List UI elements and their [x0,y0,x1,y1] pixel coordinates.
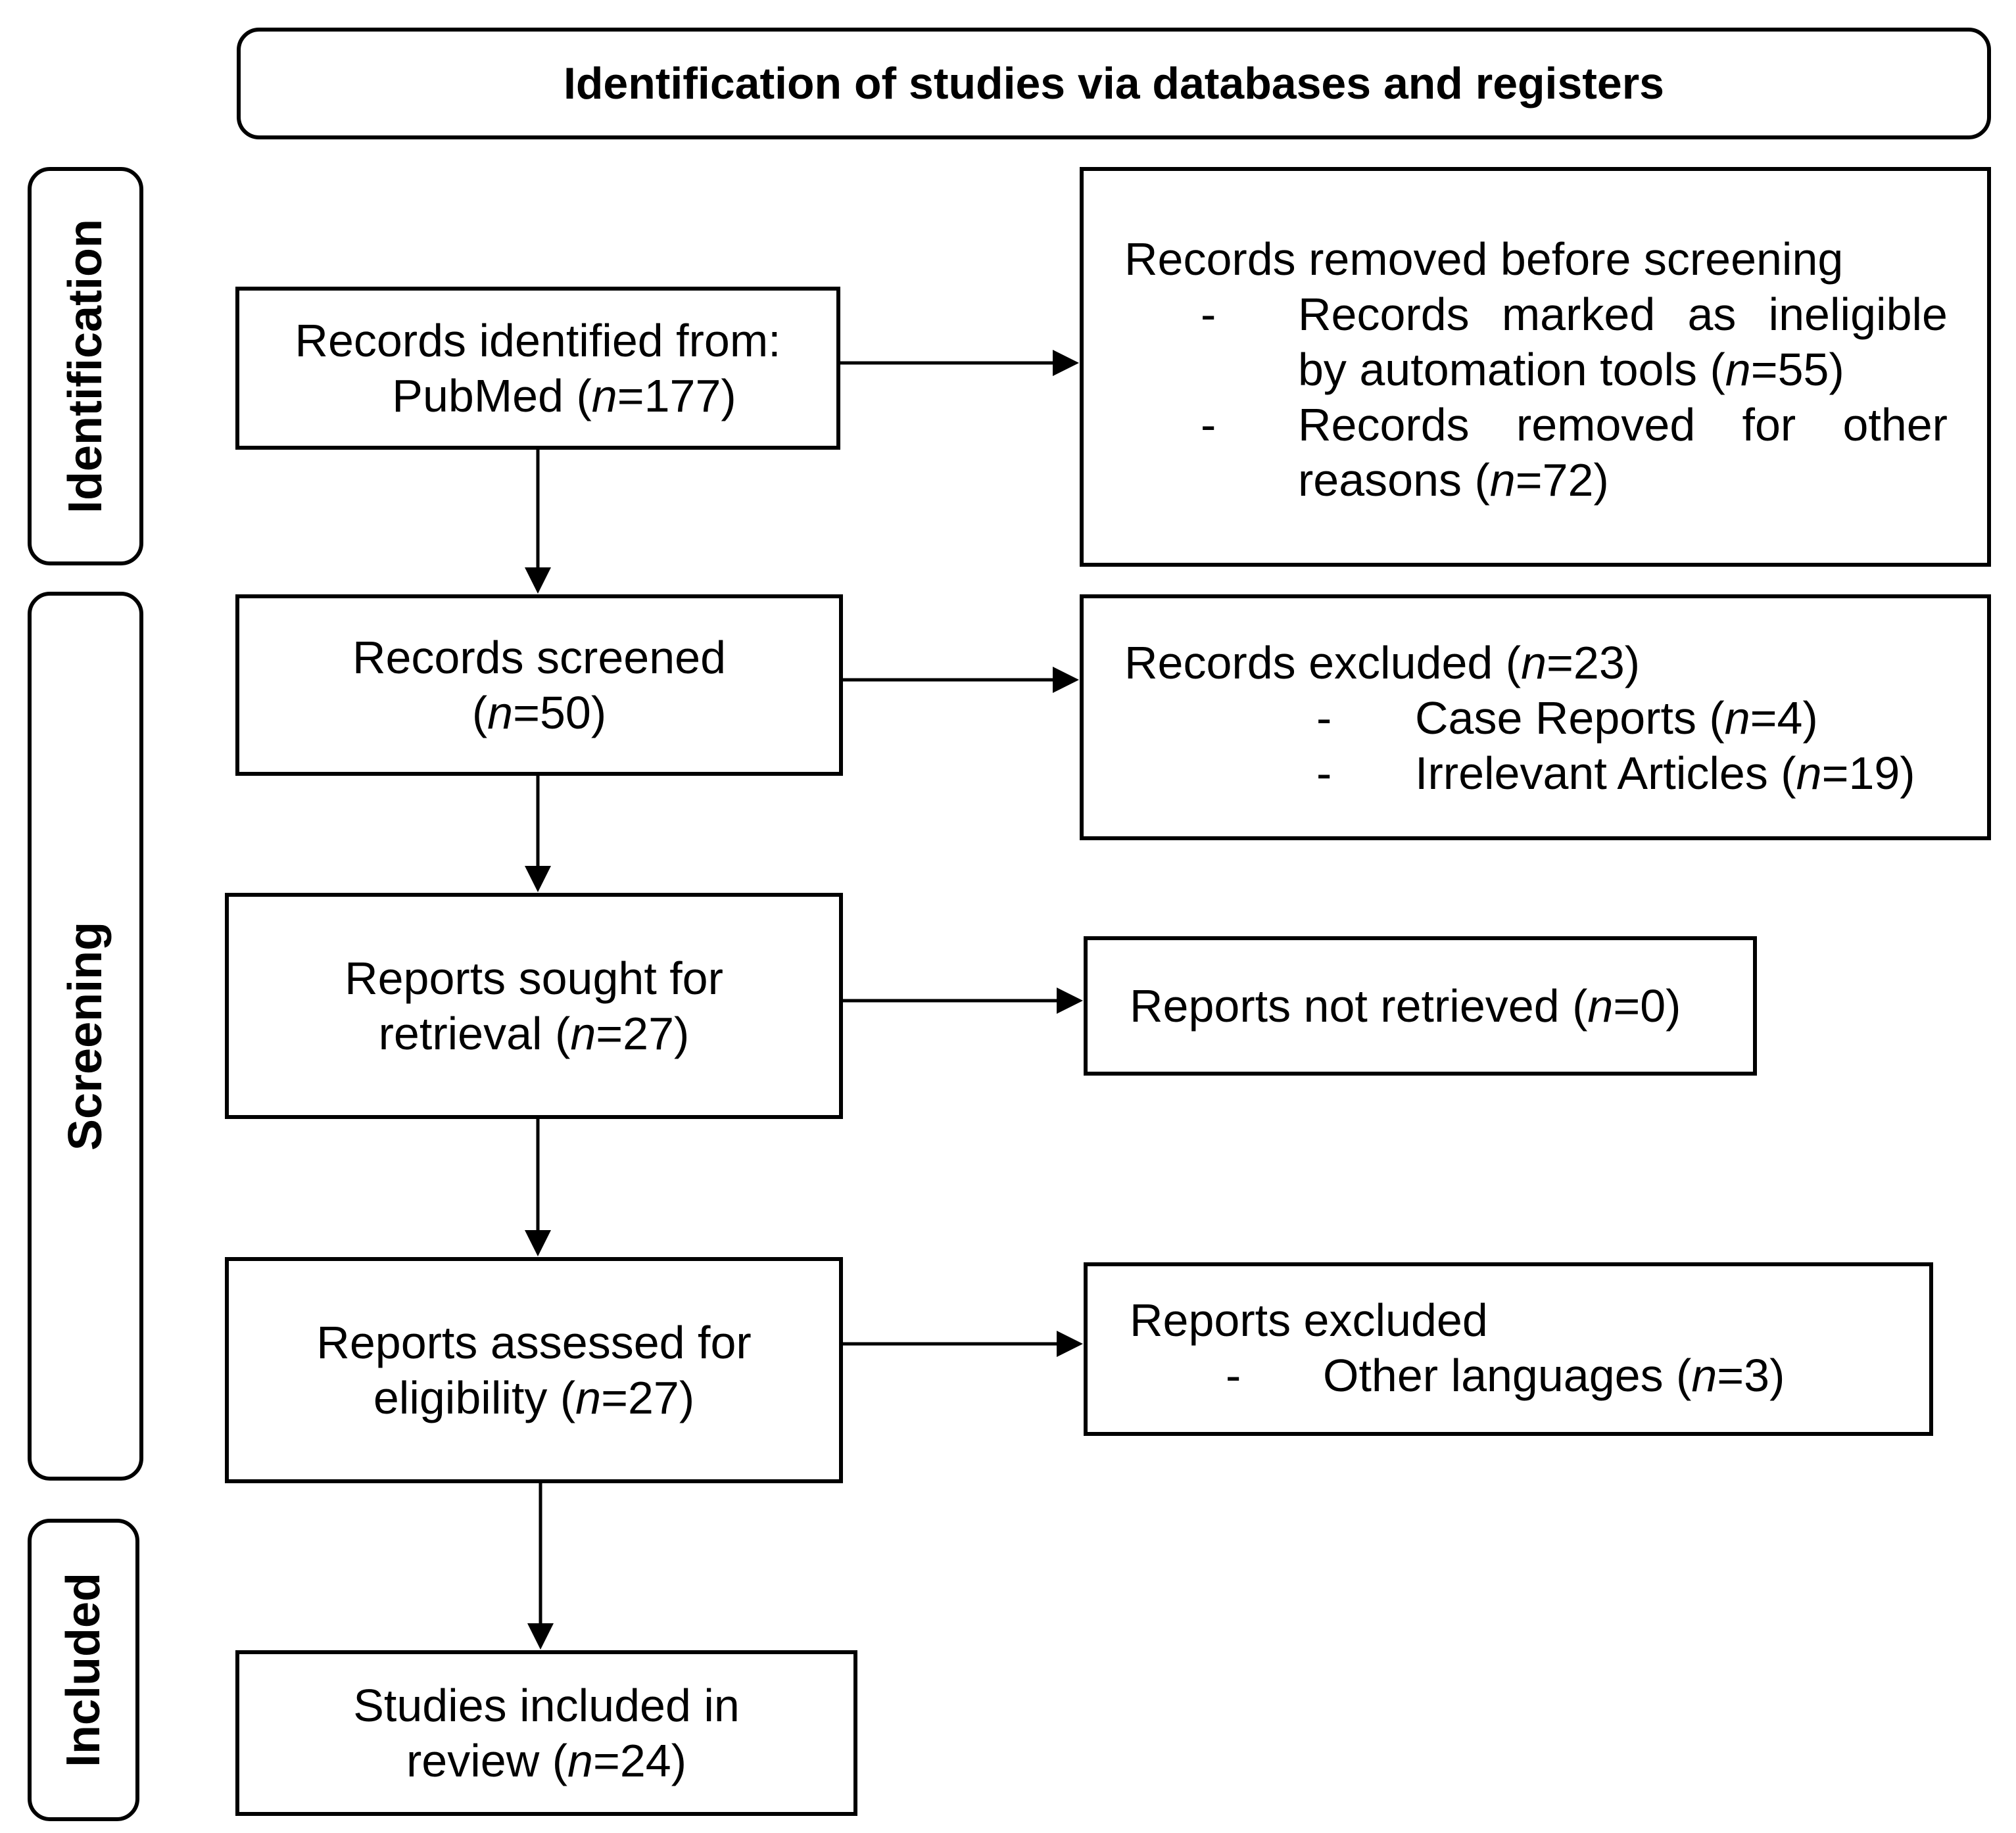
records-excluded-item2: - Irrelevant Articles (n=19) [1316,748,1915,799]
records-excluded-item1: - Case Reports (n=4) [1316,692,1818,744]
records-removed-box: Records removed before screening - Recor… [1080,167,1991,567]
records-screened-box: Records screened (n=50) [235,594,843,776]
reports-not-retrieved-text: Reports not retrieved (n=0) [1130,980,1681,1032]
records-screened-line1: Records screened [352,632,727,683]
reports-excluded-title: Reports excluded [1130,1295,1488,1346]
reports-sought-box: Reports sought for retrieval (n=27) [225,893,843,1119]
banner-title: Identification of studies via databases … [563,59,1665,108]
reports-excluded-item1: - Other languages (n=3) [1226,1350,1785,1401]
banner-box: Identification of studies via databases … [237,28,1991,139]
reports-excluded-box: Reports excluded - Other languages (n=3) [1084,1262,1933,1436]
studies-included-line1: Studies included in [353,1680,740,1731]
phase-included-box: Included [28,1519,139,1821]
reports-assessed-line1: Reports assessed for [316,1317,752,1368]
records-removed-item2: - Records removed for other reasons (n=7… [1201,399,1948,506]
phase-identification-box: Identification [28,167,143,565]
reports-sought-line1: Reports sought for [345,953,723,1004]
records-identified-box: Records identified from: PubMed (n=177) [235,287,840,450]
phase-screening-box: Screening [28,592,143,1481]
reports-not-retrieved-box: Reports not retrieved (n=0) [1084,936,1757,1076]
reports-assessed-line2: eligibility (n=27) [373,1372,695,1423]
studies-included-line2: review (n=24) [406,1735,687,1786]
records-removed-title: Records removed before screening [1124,233,1844,285]
reports-sought-line2: retrieval (n=27) [378,1008,690,1059]
records-identified-line2: PubMed (n=177) [392,370,736,421]
records-removed-item1: - Records marked as ineligible by automa… [1201,289,1948,395]
reports-assessed-box: Reports assessed for eligibility (n=27) [225,1257,843,1483]
studies-included-box: Studies included in review (n=24) [235,1650,857,1816]
records-identified-line1: Records identified from: [295,315,781,366]
records-excluded-title: Records excluded (n=23) [1124,637,1641,688]
records-excluded-box: Records excluded (n=23) - Case Reports (… [1080,594,1991,840]
records-screened-line2: (n=50) [471,687,607,738]
